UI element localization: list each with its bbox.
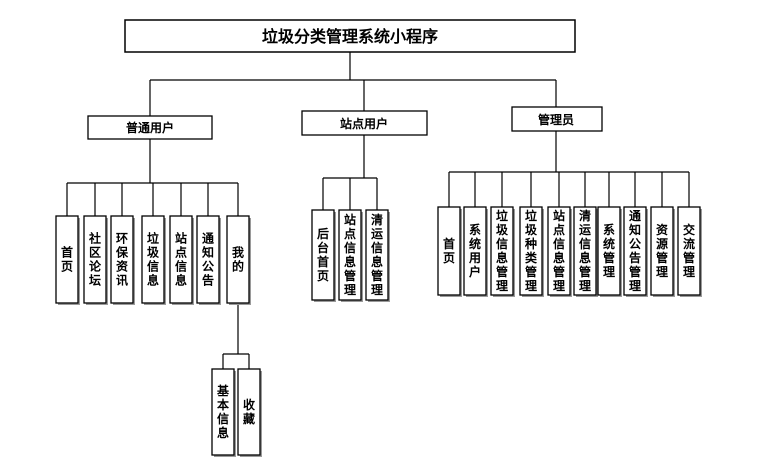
- leaf-box: [55, 215, 79, 304]
- leaf-box: [677, 206, 701, 296]
- leaf-label: 站点信息: [175, 231, 187, 288]
- leaf-label: 交流管理: [683, 222, 695, 279]
- leaf-label: 站点信息管理: [553, 208, 565, 293]
- leaf-box: [597, 206, 621, 296]
- leaf-box: [169, 215, 193, 304]
- group-label: 普通用户: [126, 120, 174, 135]
- leaf-node: 通知公告管理: [623, 206, 648, 297]
- leaf-node: 垃圾信息: [141, 215, 166, 305]
- leaf-label: 垃圾信息: [147, 231, 160, 288]
- leaf-node: 清运信息管理: [365, 209, 390, 302]
- leaf-node: 系统管理: [597, 206, 622, 297]
- leaf-box: [365, 209, 389, 301]
- leaf-label: 垃圾种类管理: [524, 208, 538, 293]
- leaf-label: 首页: [61, 245, 73, 274]
- leaf-label: 首页: [443, 236, 455, 265]
- leaf-node: 站点信息: [169, 215, 194, 305]
- leaf-box: [211, 368, 235, 456]
- leaf-node: 首页: [55, 215, 80, 305]
- leaf-node: 我的: [226, 215, 251, 305]
- leaf-node: 交流管理: [677, 206, 702, 297]
- leaf-box: [623, 206, 647, 296]
- leaf-node: 垃圾信息管理: [490, 206, 515, 297]
- leaf-box: [519, 206, 543, 296]
- root-title: 垃圾分类管理系统小程序: [262, 27, 438, 46]
- leaf-node: 社区论坛: [83, 215, 108, 305]
- leaf-label: 后台首页: [317, 226, 329, 283]
- leaf-node: 站点信息管理: [338, 209, 363, 302]
- group-node-station-user: 站点用户: [301, 110, 428, 136]
- leaf-node: 环保资讯: [110, 215, 135, 305]
- leaf-box: [110, 215, 134, 304]
- leaf-box: [338, 209, 362, 301]
- leaf-label: 系统用户: [468, 222, 481, 279]
- leaf-label: 收藏: [243, 397, 255, 426]
- root-node: 垃圾分类管理系统小程序: [124, 19, 576, 53]
- leaf-label: 我的: [232, 245, 244, 274]
- leaf-box: [226, 215, 250, 304]
- leaf-label: 社区论坛: [88, 231, 102, 288]
- leaf-node: 垃圾种类管理: [519, 206, 544, 297]
- leaf-label: 清运信息管理: [371, 212, 383, 297]
- leaf-label: 基本信息: [216, 383, 230, 440]
- leaf-box: [311, 209, 335, 301]
- leaf-box: [83, 215, 107, 304]
- group-node-admin: 管理员: [511, 106, 603, 132]
- leaf-box: [196, 215, 220, 304]
- group-label: 站点用户: [340, 116, 388, 131]
- leaf-node: 后台首页: [311, 209, 336, 302]
- group-node-regular-user: 普通用户: [87, 115, 213, 140]
- leaf-label: 垃圾信息管理: [496, 208, 509, 293]
- leaf-box: [141, 215, 165, 304]
- leaf-node: 站点信息管理: [547, 206, 572, 297]
- leaf-node: 收藏: [237, 368, 262, 457]
- leaf-label: 资源管理: [656, 222, 668, 279]
- leaf-label: 清运信息管理: [579, 208, 591, 293]
- leaf-label: 通知公告: [201, 231, 214, 288]
- leaf-label: 环保资讯: [115, 232, 129, 288]
- leaf-node: 基本信息: [211, 368, 236, 457]
- leaf-label: 系统管理: [603, 222, 615, 279]
- leaf-node: 资源管理: [650, 206, 675, 297]
- leaf-box: [650, 206, 674, 296]
- leaf-box: [463, 206, 487, 296]
- leaf-node: 系统用户: [463, 206, 488, 297]
- leaf-node: 首页: [437, 206, 462, 297]
- leaf-box: [547, 206, 571, 296]
- leaf-node: 清运信息管理: [573, 206, 598, 297]
- leaf-box: [573, 206, 597, 296]
- leaf-box: [237, 368, 261, 456]
- leaf-label: 通知公告管理: [628, 208, 641, 293]
- leaf-node: 通知公告: [196, 215, 221, 305]
- group-label: 管理员: [538, 112, 574, 127]
- leaf-label: 站点信息管理: [344, 212, 356, 297]
- leaf-box: [490, 206, 514, 296]
- leaf-box: [437, 206, 461, 296]
- connector-lines: [66, 52, 690, 369]
